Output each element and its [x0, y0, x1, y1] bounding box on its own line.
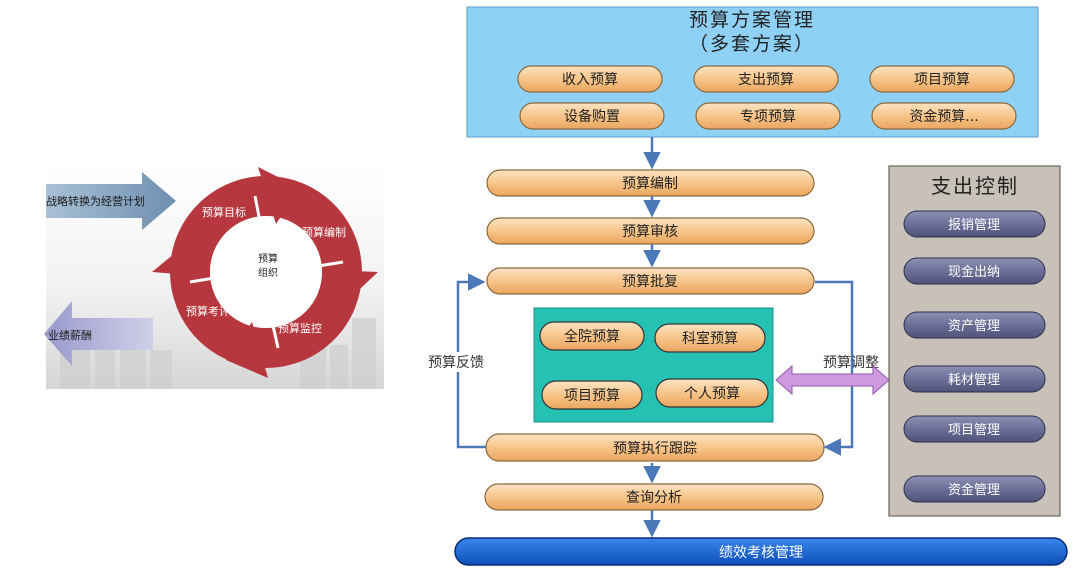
plan-item-expense-label: 支出预算 [738, 72, 794, 88]
performance-arrow-label: 业绩薪酬 [48, 329, 92, 342]
feedback-label-bg [420, 352, 494, 372]
control-item-assets[interactable] [903, 311, 1046, 339]
performance-arrow [44, 301, 153, 366]
plan-item-funds-label: 资金预算... [909, 109, 978, 125]
plan-panel-subtitle: （多套方案） [689, 33, 815, 55]
plan-item-funds[interactable] [871, 102, 1017, 130]
cycle-segment-2: 预算编制 [302, 225, 346, 239]
step-track-label: 预算执行跟踪 [613, 441, 697, 457]
plan-item-project[interactable] [869, 65, 1015, 93]
step-analysis-label: 查询分析 [626, 490, 682, 506]
cycle-arrowhead-bottom [226, 322, 268, 378]
core-item-project[interactable] [541, 380, 643, 410]
cycle-group: 预算目标 预算编制 预算监控 预算考评 预算 组织 战略转换为经营计划 业绩薪酬 [44, 165, 384, 389]
performance-bar-label: 绩效考核管理 [719, 545, 803, 561]
control-item-projects[interactable] [903, 415, 1046, 443]
control-panel-title: 支出控制 [931, 174, 1019, 198]
plan-item-income-label: 收入预算 [562, 72, 618, 88]
plan-panel-title: 预算方案管理 [689, 9, 815, 31]
control-panel: 支出控制 报销管理 现金出纳 资产管理 耗材管理 项目管理 资金管理 [888, 165, 1061, 517]
cycle-segment-4: 预算考评 [186, 304, 230, 318]
flow-steps: 预算编制 预算审核 预算批复 预算执行跟踪 查询分析 [484, 169, 825, 511]
plan-item-project-label: 项目预算 [914, 72, 970, 88]
control-item-projects-label: 项目管理 [948, 423, 1000, 438]
plan-item-special[interactable] [695, 102, 841, 130]
cycle-arrowhead-right [330, 270, 378, 302]
strategy-arrow [46, 172, 176, 230]
plan-item-equipment[interactable] [519, 102, 665, 130]
control-item-consumables-label: 耗材管理 [948, 373, 1000, 388]
core-item-department[interactable] [654, 323, 766, 353]
plan-panel: 预算方案管理 （多套方案） 收入预算 支出预算 项目预算 设备购置 专项预算 资… [466, 6, 1039, 138]
control-item-funds[interactable] [903, 475, 1046, 503]
performance-bar[interactable] [454, 537, 1068, 566]
step-approve[interactable] [486, 267, 815, 295]
step-analysis[interactable] [484, 483, 824, 511]
core-item-personal-label: 个人预算 [684, 386, 740, 402]
plan-item-special-label: 专项预算 [740, 109, 796, 125]
step-track[interactable] [485, 433, 825, 462]
feedback-label: 预算反馈 [428, 355, 484, 371]
core-item-department-label: 科室预算 [682, 330, 738, 347]
cycle-segment-1: 预算目标 [202, 205, 246, 219]
strategy-arrow-label: 战略转换为经营计划 [46, 194, 145, 208]
plan-item-equipment-label: 设备购置 [564, 108, 620, 125]
core-item-project-label: 项目预算 [564, 388, 620, 404]
plan-item-expense[interactable] [693, 65, 839, 93]
control-item-cashier[interactable] [903, 257, 1046, 285]
control-item-consumables[interactable] [903, 365, 1046, 393]
cycle-center-line1: 预算 [258, 252, 278, 265]
cycle-center [210, 216, 322, 328]
core-item-personal[interactable] [655, 378, 769, 408]
step-review-label: 预算审核 [622, 224, 678, 240]
control-item-reimburse-label: 报销管理 [948, 218, 1000, 233]
control-item-cashier-label: 现金出纳 [948, 264, 1000, 280]
control-item-funds-label: 资金管理 [948, 482, 1000, 498]
core-box: 全院预算 科室预算 项目预算 个人预算 [533, 307, 774, 423]
control-item-assets-label: 资产管理 [948, 319, 1000, 334]
adjust-label: 预算调整 [823, 355, 879, 371]
step-compile[interactable] [486, 169, 815, 197]
cycle-arrowhead-left [152, 244, 202, 276]
cycle-segment-3: 预算监控 [278, 321, 322, 335]
core-item-hospital-label: 全院预算 [564, 328, 620, 345]
cycle-arrowhead-top [258, 167, 300, 224]
step-approve-label: 预算批复 [622, 273, 678, 290]
cycle-center-line2: 组织 [258, 266, 278, 279]
plan-item-income[interactable] [517, 65, 663, 93]
flow-connectors [456, 137, 854, 538]
step-review[interactable] [486, 217, 815, 245]
control-item-reimburse[interactable] [903, 210, 1046, 238]
core-item-hospital[interactable] [539, 321, 645, 351]
step-compile-label: 预算编制 [622, 176, 678, 192]
